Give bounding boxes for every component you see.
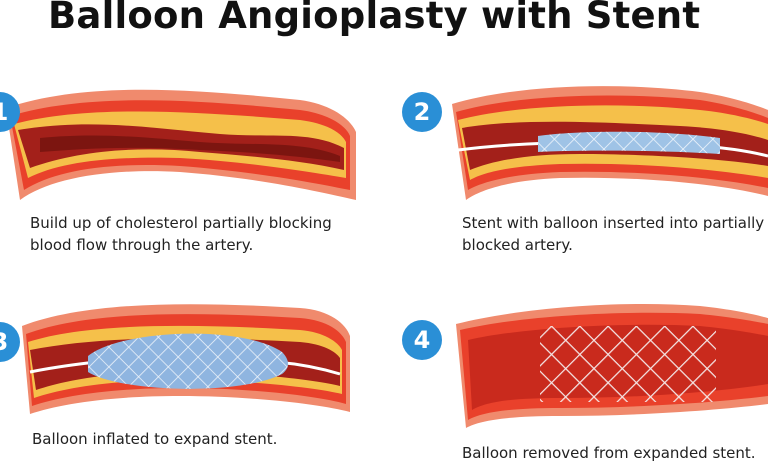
inflated-balloon-stent — [88, 333, 288, 389]
step-1-badge: 1 — [0, 92, 20, 132]
step-3-badge: 3 — [0, 322, 20, 362]
artery-step-3 — [22, 304, 350, 414]
artery-step-4 — [456, 304, 768, 428]
caption-line: blocked artery. — [462, 236, 573, 254]
stent — [538, 131, 720, 154]
caption-line: blood flow through the artery. — [30, 236, 254, 254]
expanded-stent — [540, 326, 716, 402]
artery-step-1 — [6, 89, 356, 200]
step-4-caption: Balloon removed from expanded stent. — [462, 442, 756, 464]
caption-line: Build up of cholesterol partially blocki… — [30, 214, 332, 232]
page-title: Balloon Angioplasty with Stent — [48, 0, 701, 37]
caption-line: Balloon inflated to expand stent. — [32, 430, 278, 448]
step-4-badge: 4 — [402, 320, 442, 360]
step-3-caption: Balloon inflated to expand stent. — [32, 428, 277, 450]
step-2-badge: 2 — [402, 92, 442, 132]
artery-step-2 — [452, 86, 768, 200]
caption-line: Balloon removed from expanded stent. — [462, 444, 756, 462]
step-1-caption: Build up of cholesterol partially blocki… — [30, 212, 332, 256]
step-2-caption: Stent with balloon inserted into partial… — [462, 212, 764, 256]
caption-line: Stent with balloon inserted into partial… — [462, 214, 765, 232]
